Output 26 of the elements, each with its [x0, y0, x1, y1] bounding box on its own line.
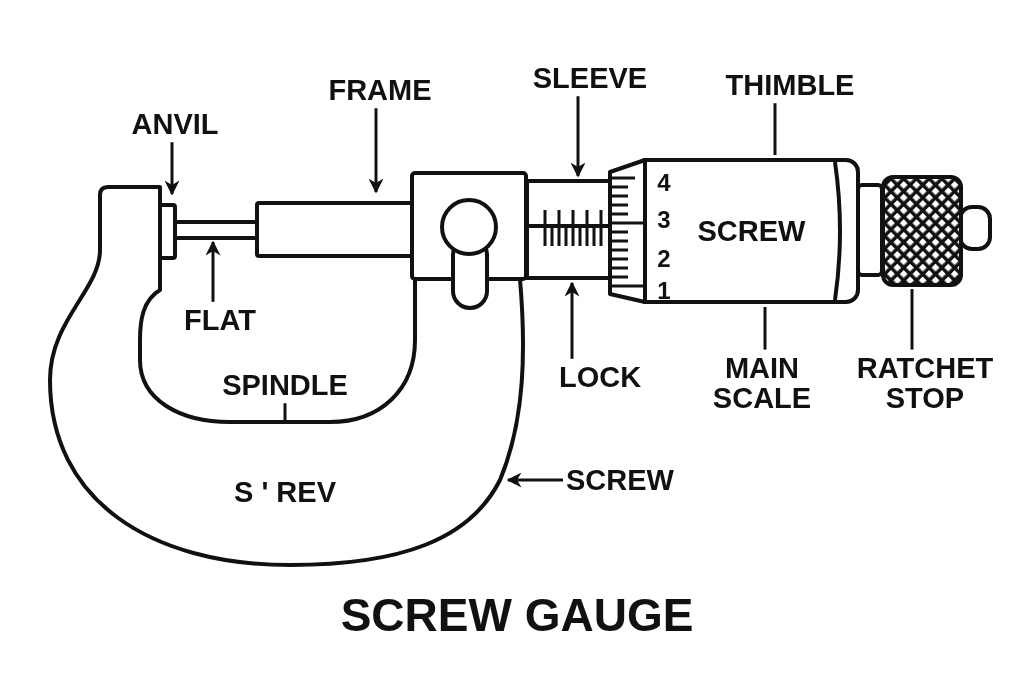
scale-number: 2 — [657, 246, 671, 272]
leader-line — [763, 307, 767, 350]
part-label: SCREW — [566, 464, 674, 496]
part-label: LOCK — [558, 361, 642, 393]
part-label: S ' REV — [234, 476, 336, 508]
leader-line — [283, 403, 287, 422]
part-label: SPINDLE — [222, 369, 348, 401]
leader-line — [910, 289, 914, 350]
leader-arrow — [570, 96, 586, 178]
scale-number: 4 — [657, 170, 671, 196]
leader-arrow — [205, 240, 221, 302]
part-label: MAIN SCALE — [697, 352, 827, 414]
diagram-title: SCREW GAUGE — [340, 590, 694, 640]
part-label: FLAT — [184, 304, 256, 336]
leader-arrow — [564, 281, 580, 359]
leader-arrow — [368, 108, 384, 194]
part-label: RATCHET STOP — [845, 352, 1005, 414]
part-label: SLEEVE — [532, 62, 648, 94]
leader-line — [773, 103, 777, 155]
part-label: FRAME — [328, 74, 432, 106]
part-label: THIMBLE — [725, 69, 855, 101]
leader-arrow — [506, 472, 563, 488]
part-label: ANVIL — [131, 108, 219, 140]
leader-arrow — [164, 142, 180, 196]
scale-number: 1 — [657, 278, 671, 304]
scale-number: 3 — [657, 207, 671, 233]
